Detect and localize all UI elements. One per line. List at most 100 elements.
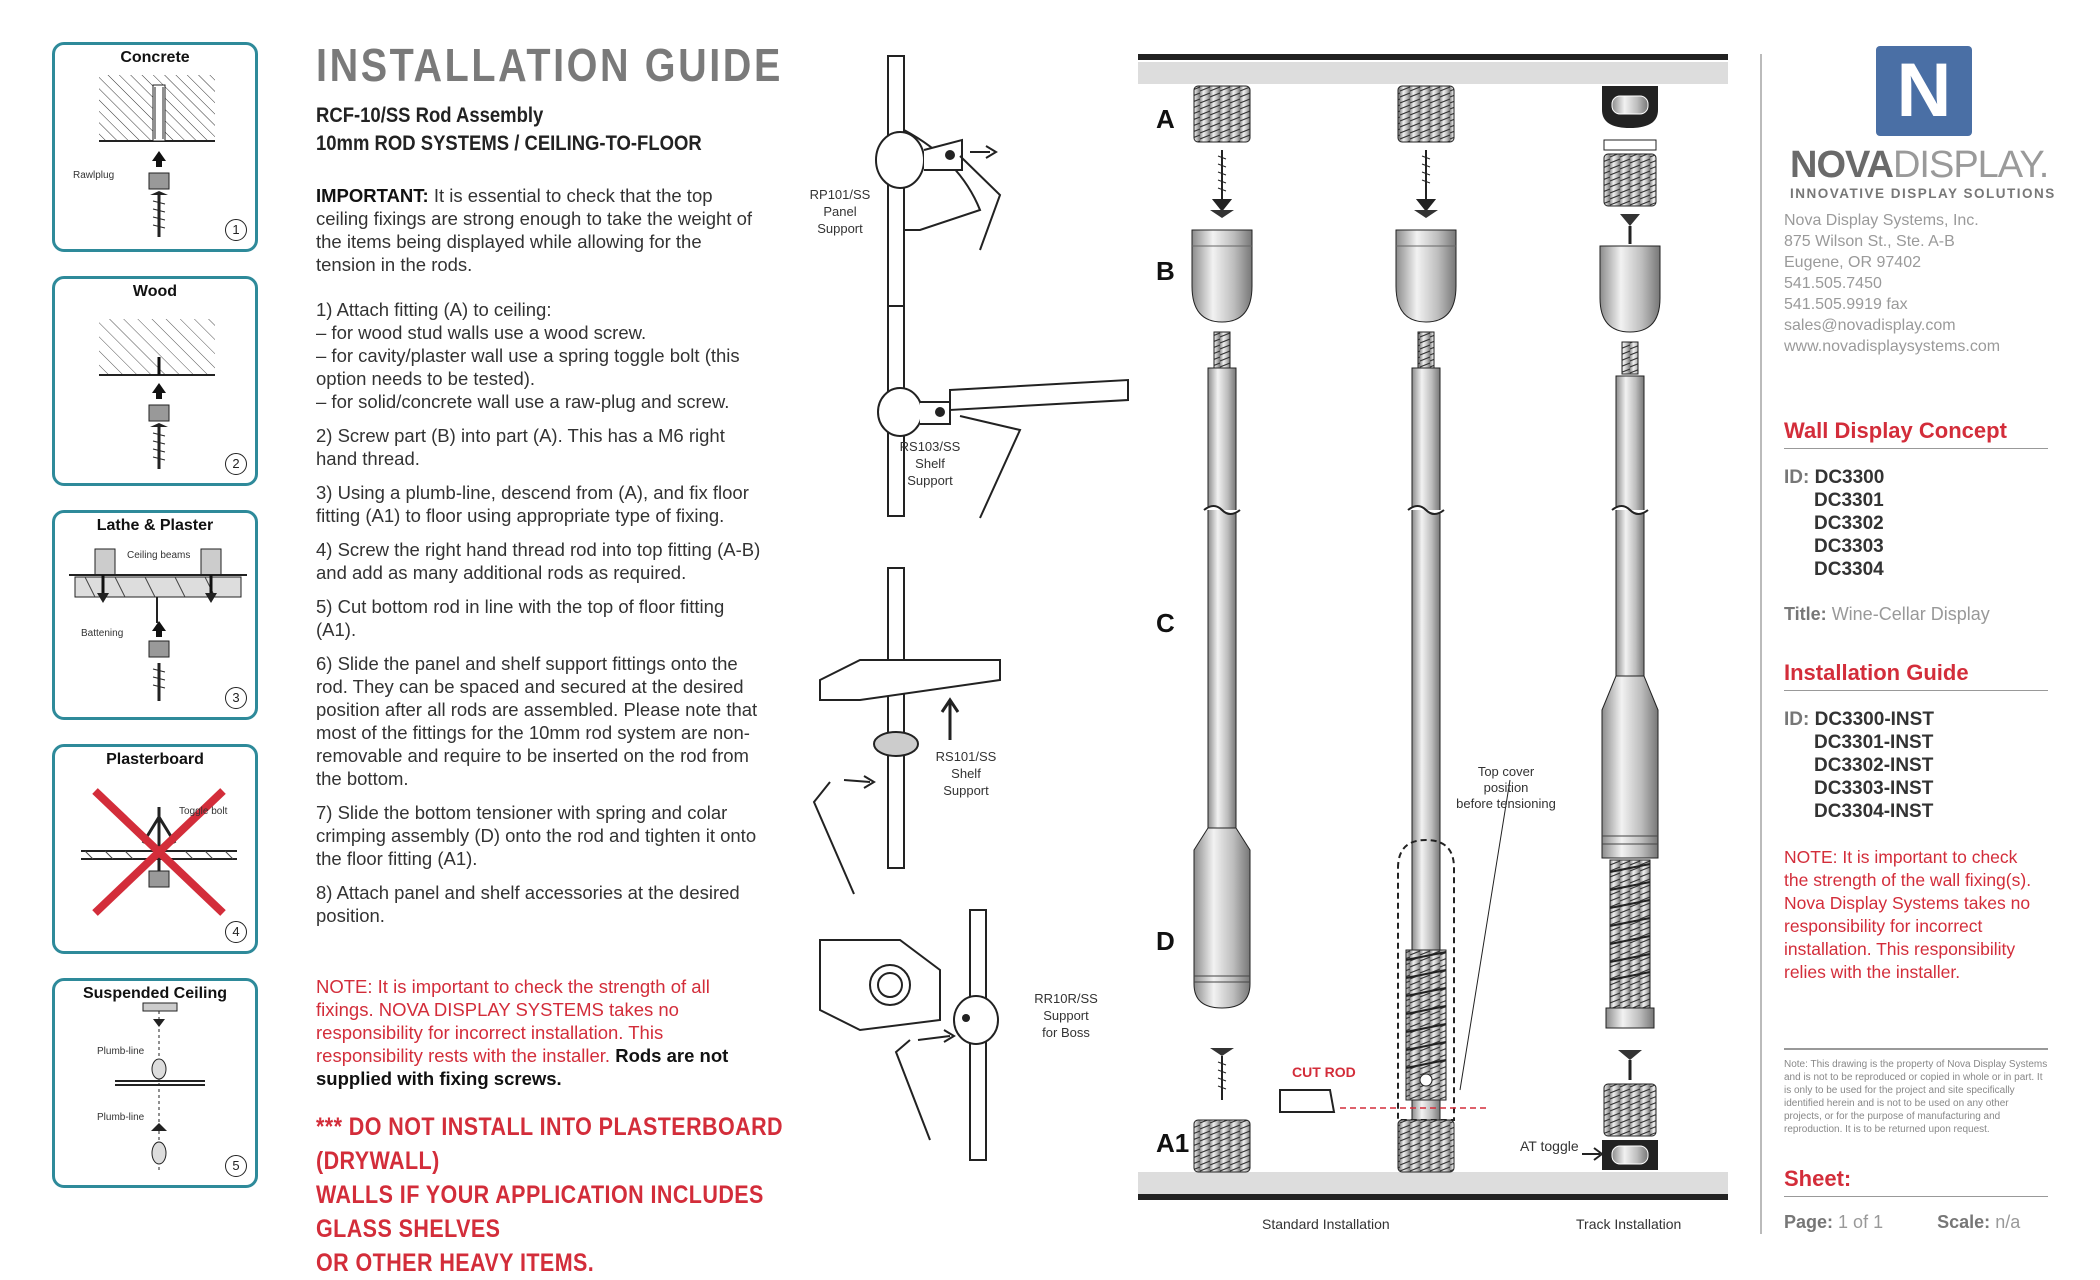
rr10r-label: RR10R/SS Support for Boss xyxy=(1026,990,1106,1041)
panel-support-drawing xyxy=(875,55,1002,357)
scale-label: Scale: xyxy=(1937,1212,1991,1232)
warning-line-3: OR OTHER HEAVY ITEMS. xyxy=(316,1249,595,1277)
install-id: DC3304-INST xyxy=(1814,801,1934,822)
concept-ids: ID: DC3300 DC3301 DC3302 DC3303 DC3304 xyxy=(1784,466,2048,581)
warning-line-1: *** DO NOT INSTALL INTO PLASTERBOARD (DR… xyxy=(316,1113,784,1175)
fitting-code: RP101/SS xyxy=(809,187,871,202)
track-installation-label: Track Installation xyxy=(1576,1216,1682,1232)
fixing-panel-suspended-ceiling: Suspended Ceiling Plumb-line Plumb-line … xyxy=(52,978,258,1188)
logo-n-icon: N xyxy=(1896,48,1952,133)
step-4: 4) Screw the right hand thread rod into … xyxy=(316,539,761,583)
fitting-line2: Shelf xyxy=(951,766,981,781)
fitting-line2: Panel xyxy=(823,204,857,219)
concept-id: DC3302 xyxy=(1814,513,1884,534)
label-a: A xyxy=(1156,104,1175,134)
fixing-panel-concrete: Concrete Rawlplug 1 xyxy=(52,42,258,252)
install-id: DC3301-INST xyxy=(1814,732,1934,753)
cut-rod-label: CUT ROD xyxy=(1292,1064,1356,1080)
step-1a: – for wood stud walls use a wood screw. xyxy=(316,322,647,343)
fitting-line3: Support xyxy=(943,783,989,798)
fitting-line2: Support xyxy=(1043,1008,1089,1023)
label-b: B xyxy=(1156,256,1175,286)
sheet-heading: Sheet: xyxy=(1784,1166,2048,1197)
brand-tagline: INNOVATIVE DISPLAY SOLUTIONS xyxy=(1790,186,2056,201)
subtitle-system: 10mm ROD SYSTEMS / CEILING-TO-FLOOR xyxy=(316,132,702,155)
company-phone: 541.505.7450 xyxy=(1784,275,1882,292)
step-7: 7) Slide the bottom tensioner with sprin… xyxy=(316,802,757,869)
install-id: DC3303-INST xyxy=(1814,778,1934,799)
install-id: DC3302-INST xyxy=(1814,755,1934,776)
install-id-label: ID: xyxy=(1784,709,1810,730)
important-label: IMPORTANT: xyxy=(316,185,429,206)
toggle-bolt-label: Toggle bolt xyxy=(179,806,228,817)
company-contact: Nova Display Systems, Inc. 875 Wilson St… xyxy=(1784,210,2048,357)
install-id: DC3300-INST xyxy=(1814,709,1934,730)
install-heading: Installation Guide xyxy=(1784,660,2048,691)
panel-title: Suspended Ceiling xyxy=(82,985,227,1002)
company-address-2: Eugene, OR 97402 xyxy=(1784,254,1921,271)
install-ids: ID: DC3300-INST DC3301-INST DC3302-INST … xyxy=(1784,708,2048,823)
brand-name: NOVADISPLAY. xyxy=(1790,144,2049,187)
concept-heading: Wall Display Concept xyxy=(1784,418,2048,449)
standard-installation-label: Standard Installation xyxy=(1262,1216,1390,1232)
company-fax: 541.505.9919 fax xyxy=(1784,296,1908,313)
fittings-illustration xyxy=(812,55,1129,1161)
page-title: INSTALLATION GUIDE xyxy=(316,39,783,91)
sheet-info: Page: 1 of 1 Scale: n/a xyxy=(1784,1212,2048,1233)
fixing-panel-plasterboard: Plasterboard Toggle bolt 4 xyxy=(52,744,258,954)
fitting-code: RS103/SS xyxy=(899,439,961,454)
instruction-steps: IMPORTANT: It is essential to check that… xyxy=(316,184,766,1101)
panel-number: 5 xyxy=(225,1155,247,1177)
concept-id: DC3301 xyxy=(1814,490,1884,511)
brand-nova: NOVA xyxy=(1790,144,1894,186)
track-column xyxy=(1582,86,1661,1170)
concrete-diagram xyxy=(99,75,215,237)
company-email: sales@novadisplay.com xyxy=(1784,317,1956,334)
concept-id: DC3303 xyxy=(1814,536,1884,557)
fixing-panel-wood: Wood 2 xyxy=(52,276,258,486)
legal-note: Note: This drawing is the property of No… xyxy=(1784,1059,2048,1135)
step-1b: – for cavity/plaster wall use a spring t… xyxy=(316,345,740,389)
standard-column-2 xyxy=(1279,85,1511,1173)
battening-label: Battening xyxy=(81,628,124,639)
top-cover-line-2: before tensioning xyxy=(1456,796,1556,811)
rod-assembly-diagram xyxy=(1138,54,1728,1200)
rawlplug-label: Rawlplug xyxy=(73,170,115,181)
company-logo: N xyxy=(1876,46,1972,136)
label-a1: A1 xyxy=(1156,1128,1190,1158)
top-cover-line-1: Top cover position xyxy=(1477,764,1535,795)
step-2: 2) Screw part (B) into part (A). This ha… xyxy=(316,425,725,469)
warning-line-2: WALLS IF YOUR APPLICATION INCLUDES GLASS… xyxy=(316,1181,764,1243)
panel-number: 1 xyxy=(225,219,247,241)
fitting-line3: Support xyxy=(907,473,953,488)
page-value: 1 of 1 xyxy=(1838,1212,1884,1232)
step-8: 8) Attach panel and shelf accessories at… xyxy=(316,882,740,926)
label-c: C xyxy=(1156,608,1175,638)
plasterboard-warning: *** DO NOT INSTALL INTO PLASTERBOARD (DR… xyxy=(316,1110,798,1280)
panel-number: 4 xyxy=(225,921,247,943)
sidebar-divider xyxy=(1760,54,1762,1234)
company-name: Nova Display Systems, Inc. xyxy=(1784,212,1979,229)
step-1c: – for solid/concrete wall use a raw-plug… xyxy=(316,391,730,412)
ceiling-beams-label: Ceiling beams xyxy=(127,550,191,561)
shelf-support-drawing-1 xyxy=(877,305,1129,519)
fixing-panel-lathe-plaster: Lathe & Plaster Ceiling beams Battening … xyxy=(52,510,258,720)
plasterboard-diagram xyxy=(81,788,237,916)
fixing-note: NOTE: It is important to check the stren… xyxy=(316,976,710,1066)
plumb-line-label-2: Plumb-line xyxy=(97,1112,145,1123)
panel-title: Wood xyxy=(132,283,178,300)
suspended-ceiling-diagram xyxy=(115,1002,205,1171)
step-1: 1) Attach fitting (A) to ceiling: xyxy=(316,299,552,320)
fitting-line3: for Boss xyxy=(1042,1025,1090,1040)
fixing-note-bold: Rods are not supplied with fixing screws… xyxy=(316,1045,729,1089)
standard-column-1 xyxy=(1191,85,1253,1173)
page-label: Page: xyxy=(1784,1212,1834,1232)
important-text: It is essential to check that the top ce… xyxy=(316,185,753,275)
fitting-code: RR10R/SS xyxy=(1034,991,1098,1006)
concept-title: Title: Wine-Cellar Display xyxy=(1784,604,2048,625)
title-value: Wine-Cellar Display xyxy=(1831,604,1990,624)
fitting-line2: Shelf xyxy=(915,456,945,471)
